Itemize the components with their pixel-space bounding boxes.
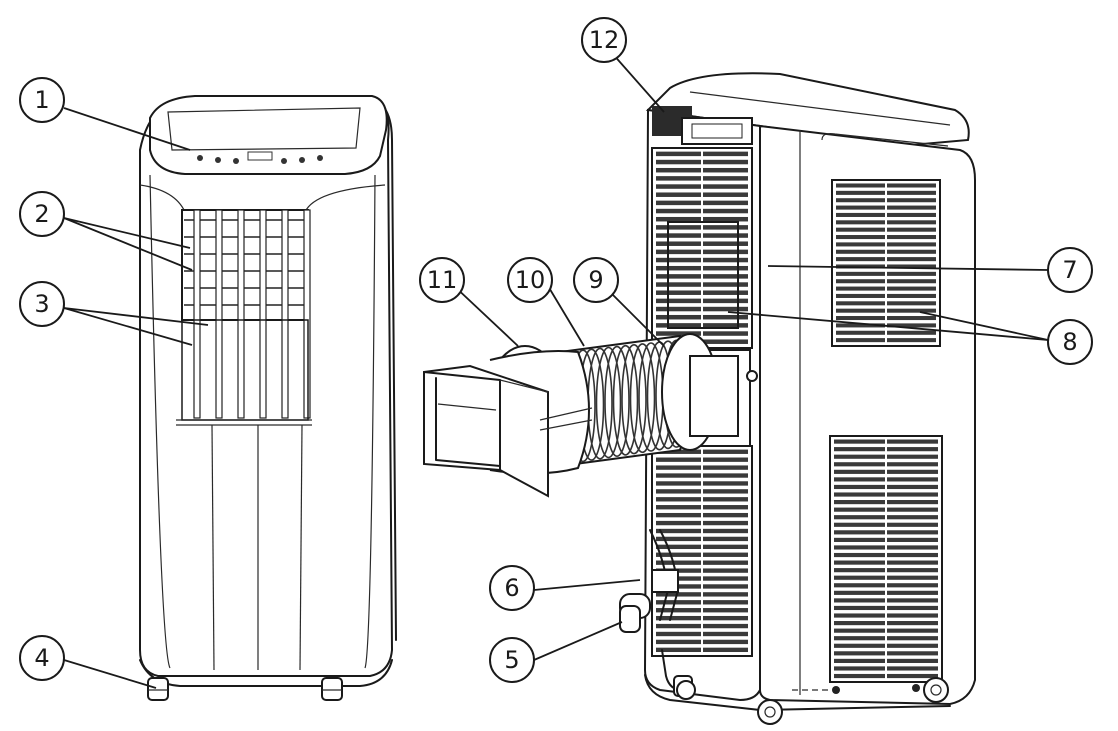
callout-11: 11	[419, 257, 465, 303]
callout-3: 3	[19, 281, 65, 327]
side-grille-upper	[831, 179, 941, 347]
lower-rear-grille	[651, 445, 753, 657]
callout-4: 4	[19, 635, 65, 681]
callout-8: 8	[1047, 319, 1093, 365]
callout-label-12: 12	[589, 26, 620, 54]
callout-label-4: 4	[34, 644, 49, 672]
callout-label-5: 5	[504, 646, 519, 674]
callout-label-8: 8	[1062, 328, 1077, 356]
drain-hose	[649, 529, 679, 621]
control-panel	[149, 95, 388, 175]
front-louvers	[181, 209, 311, 419]
callout-7: 7	[1047, 247, 1093, 293]
callout-label-11: 11	[427, 266, 458, 294]
side-grille-lower	[829, 435, 943, 683]
louver-vertical-slat	[303, 209, 311, 419]
callout-label-7: 7	[1062, 256, 1077, 284]
callout-label-6: 6	[504, 574, 519, 602]
hose-rib	[629, 343, 656, 454]
hose-rib	[621, 344, 647, 455]
hose-rib	[612, 344, 639, 456]
callout-label-9: 9	[588, 266, 603, 294]
callout-9: 9	[573, 257, 619, 303]
callout-label-1: 1	[34, 86, 49, 114]
louver-vertical-slat	[193, 209, 201, 419]
control-buttons	[197, 151, 323, 164]
callout-label-2: 2	[34, 200, 49, 228]
callouts: 1 2 3 4 5 6 7 8 9 10 11 12	[19, 17, 1093, 683]
callout-1: 1	[19, 77, 65, 123]
louver-vertical-slat	[237, 209, 245, 419]
window-slider	[423, 364, 593, 498]
callout-label-10: 10	[515, 266, 546, 294]
callout-10: 10	[507, 257, 553, 303]
louver-vertical-slat	[215, 209, 223, 419]
upper-rear-grille	[651, 147, 753, 349]
callout-12: 12	[581, 17, 627, 63]
top-rear-vent	[652, 106, 753, 145]
callout-6: 6	[489, 565, 535, 611]
front-casters	[147, 677, 343, 701]
front-unit	[139, 95, 397, 701]
louver-vertical-slat	[281, 209, 289, 419]
callout-label-3: 3	[34, 290, 49, 318]
hose-rib	[604, 345, 630, 458]
hose-rib	[595, 346, 622, 459]
louver-vertical-slat	[259, 209, 267, 419]
back-casters	[676, 677, 949, 725]
callout-5: 5	[489, 637, 535, 683]
drain-plug	[619, 593, 651, 633]
callout-2: 2	[19, 191, 65, 237]
exhaust-hose-assembly	[423, 333, 739, 498]
back-unit-top	[645, 72, 970, 148]
